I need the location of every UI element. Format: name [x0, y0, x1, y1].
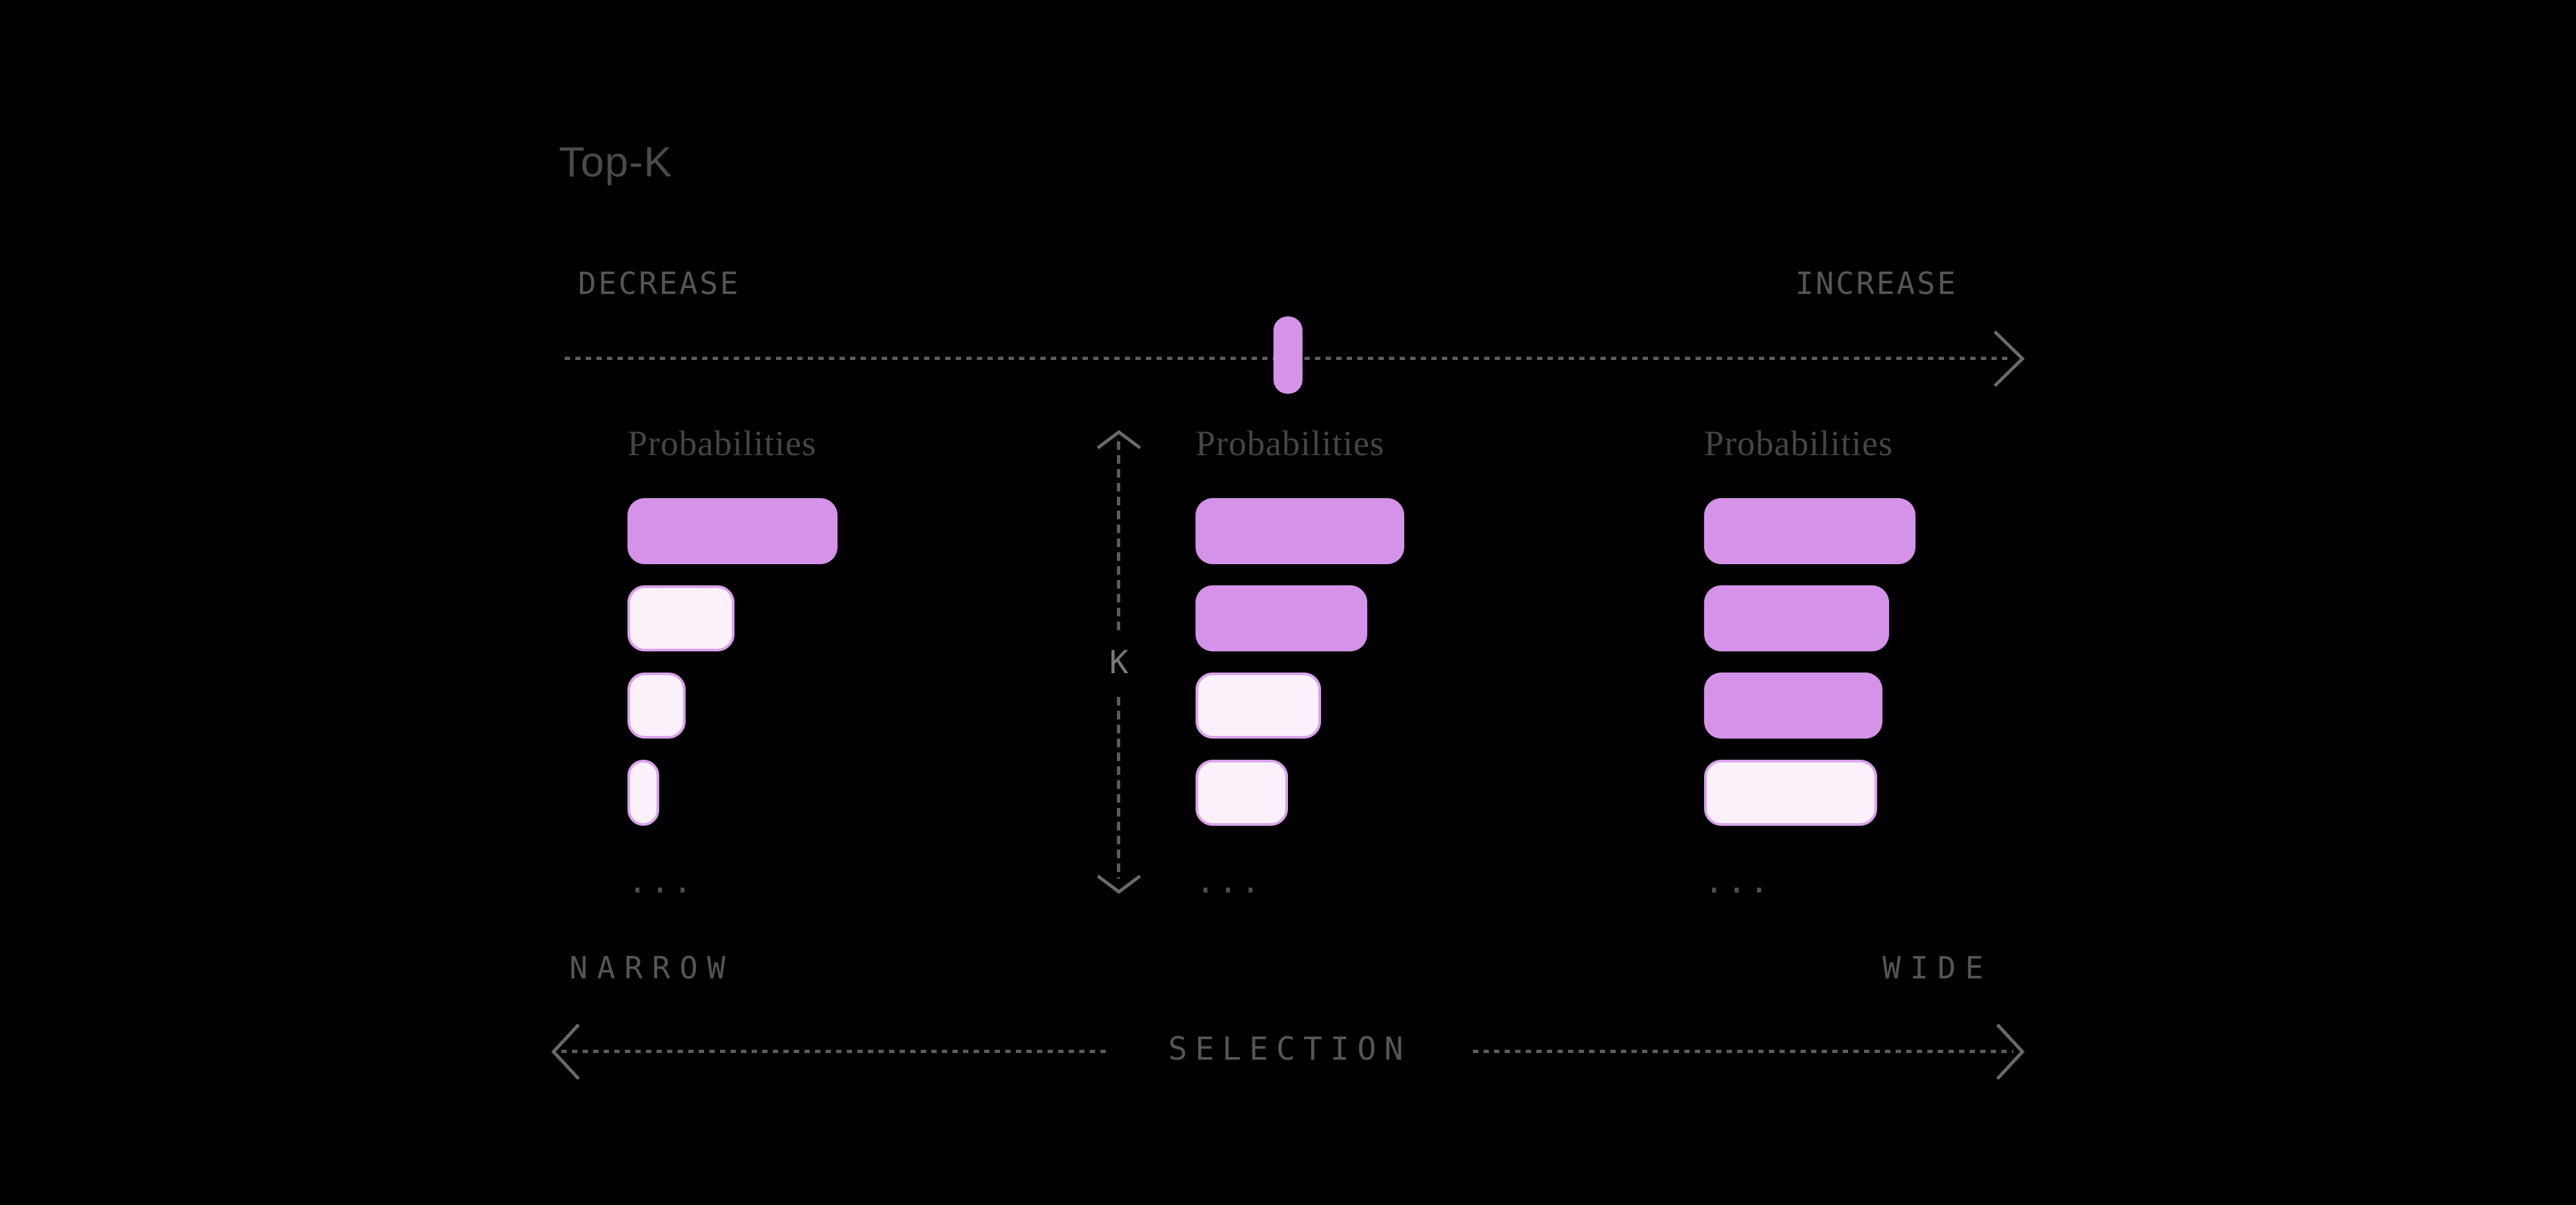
- column-heading: Probabilities: [627, 423, 816, 463]
- bar-group: [627, 498, 905, 826]
- selection-line-left: [561, 1050, 1106, 1053]
- ellipsis: ...: [1196, 862, 1264, 900]
- probability-bar: [627, 498, 838, 564]
- arrow-down-icon: [1096, 875, 1141, 895]
- probability-bar: [1704, 498, 1915, 564]
- selection-line-right: [1473, 1050, 2013, 1053]
- probability-bar: [1196, 585, 1367, 651]
- narrow-label: NARROW: [569, 950, 735, 986]
- selection-label: SELECTION: [1168, 1031, 1412, 1068]
- arrow-up-icon: [1096, 429, 1141, 449]
- arrow-right-icon: [1996, 1023, 2025, 1080]
- wide-label: WIDE: [1882, 950, 1993, 986]
- probability-column-3: Probabilities ...: [1704, 423, 1982, 900]
- column-heading: Probabilities: [1196, 423, 1384, 463]
- probability-bar: [1196, 498, 1404, 564]
- column-heading: Probabilities: [1704, 423, 1893, 463]
- probability-column-1: Probabilities ...: [627, 423, 905, 900]
- arrow-right-icon: [1993, 330, 2025, 387]
- probability-bar: [1196, 673, 1321, 739]
- ellipsis: ...: [627, 862, 696, 900]
- slider-handle[interactable]: [1273, 316, 1303, 394]
- probability-bar: [627, 585, 734, 651]
- increase-label: INCREASE: [1795, 266, 1958, 301]
- bar-group: [1704, 498, 1982, 826]
- arrow-left-icon: [551, 1023, 580, 1080]
- decrease-label: DECREASE: [578, 266, 740, 301]
- probability-bar: [1704, 585, 1889, 651]
- probability-bar: [1704, 760, 1877, 826]
- probability-bar: [627, 673, 686, 739]
- k-axis-line-lower: [1117, 697, 1120, 879]
- probability-column-2: Probabilities ...: [1196, 423, 1473, 900]
- ellipsis: ...: [1704, 862, 1772, 900]
- probability-bar: [1704, 673, 1882, 739]
- diagram-title: Top-K: [559, 138, 673, 186]
- bar-group: [1196, 498, 1473, 826]
- k-axis-line-upper: [1117, 441, 1120, 634]
- probability-bar: [1196, 760, 1288, 826]
- probability-bar: [627, 760, 659, 826]
- k-axis-label: K: [1109, 644, 1129, 681]
